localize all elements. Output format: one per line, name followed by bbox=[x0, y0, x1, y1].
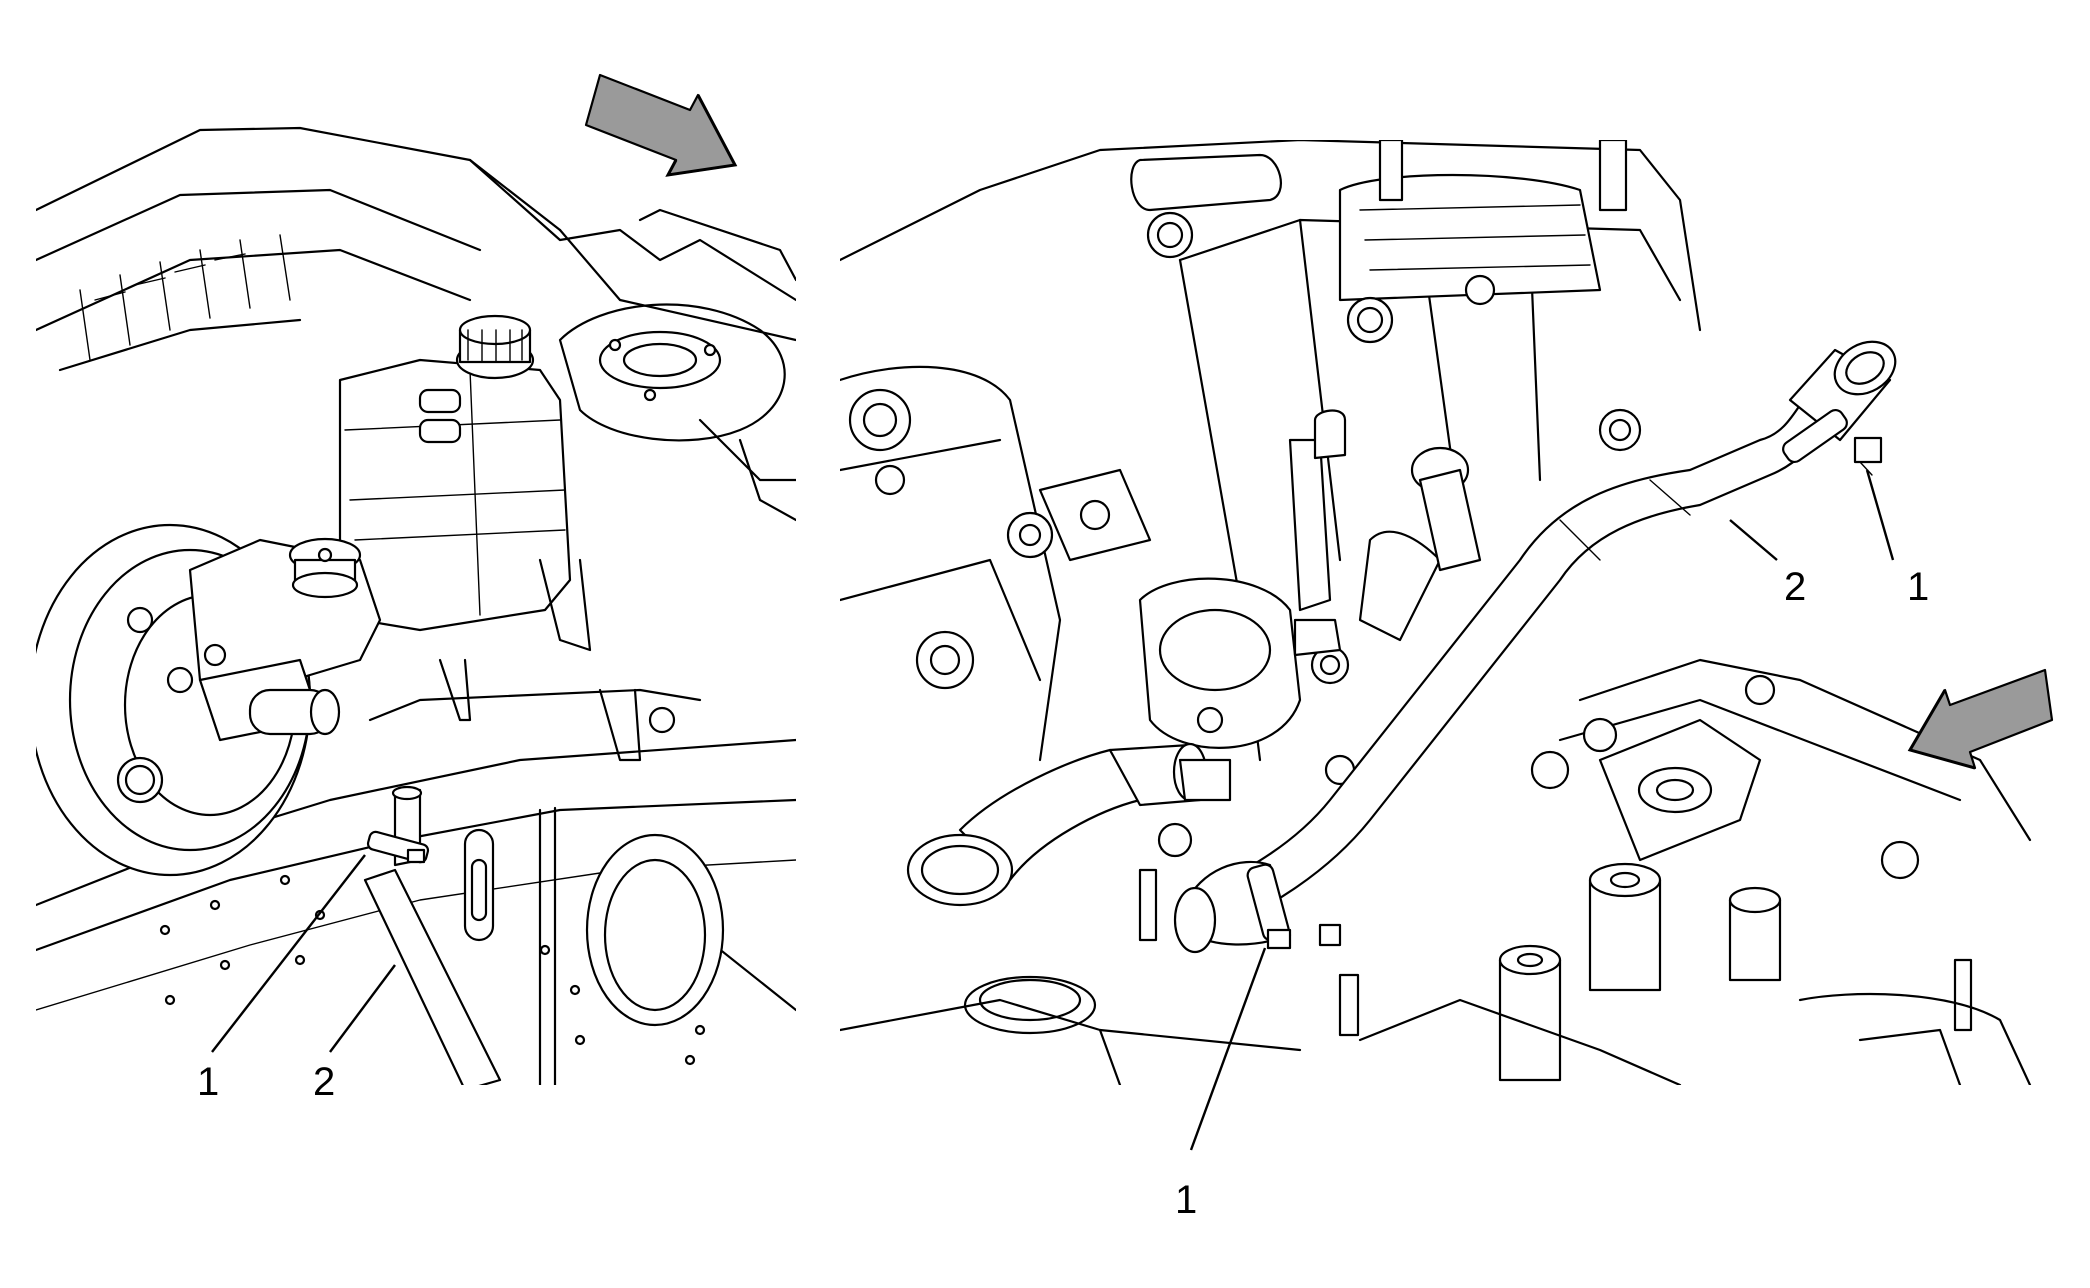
callout-2-right-top: 2 bbox=[1784, 565, 1806, 609]
callout-1-left: 1 bbox=[197, 1060, 219, 1104]
cowl-ribs bbox=[79, 234, 291, 361]
callout-1-right-top: 1 bbox=[1907, 565, 1929, 609]
left-leaders bbox=[211, 854, 396, 1053]
hose-clamp-upper bbox=[1782, 408, 1883, 476]
hose-clamp bbox=[366, 830, 430, 864]
thermostat-housing bbox=[1138, 577, 1356, 786]
hose-clamp-lower bbox=[1246, 863, 1342, 950]
right-leaders bbox=[1189, 469, 1895, 1151]
direction-arrow-icon bbox=[584, 73, 738, 177]
coolant-reservoir bbox=[338, 314, 572, 632]
direction-arrow-icon-right bbox=[1907, 668, 2054, 770]
floor-holes bbox=[159, 874, 706, 1066]
right-panel bbox=[840, 140, 2032, 1085]
callout-1-right-bottom: 1 bbox=[1175, 1178, 1197, 1222]
master-cylinder bbox=[166, 537, 382, 742]
mount-bosses bbox=[1498, 862, 1782, 1082]
left-panel bbox=[36, 126, 796, 1085]
callout-2-left: 2 bbox=[313, 1060, 335, 1104]
